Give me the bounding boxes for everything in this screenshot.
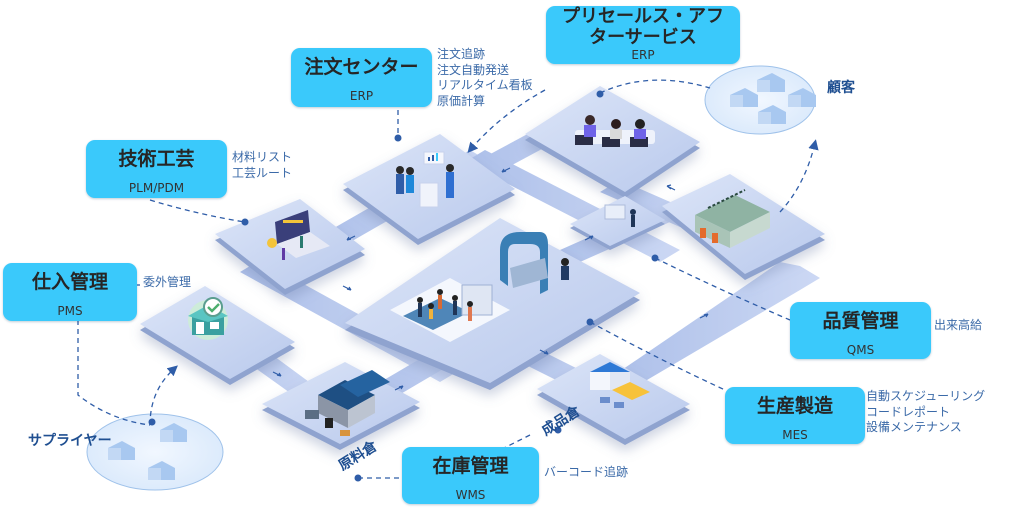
inventory-box[interactable]: 在庫管理 WMS	[402, 447, 539, 504]
customer-cluster	[704, 65, 816, 135]
quality-box[interactable]: 品質管理 QMS	[790, 302, 931, 359]
purchasing-title: 仕入管理	[31, 271, 108, 293]
feature-item: 自動スケジューリング	[866, 389, 986, 403]
feature-item: 出来高給	[934, 318, 983, 332]
feature-item: 工芸ルート	[232, 165, 293, 180]
after-sales-box[interactable]: プリセールス・アフ ターサービス ERP	[546, 6, 740, 64]
purchasing-subtitle: PMS	[57, 304, 83, 318]
feature-item: バーコード追跡	[544, 465, 629, 479]
manufacturing-features: 自動スケジューリング コードレポート 設備メンテナンス	[866, 389, 985, 436]
quality-subtitle: QMS	[846, 343, 875, 357]
illustration-supplier-check	[188, 297, 228, 340]
feature-item: コードレポート	[866, 404, 951, 419]
inventory-features: バーコード追跡	[544, 465, 628, 481]
quality-title: 品質管理	[822, 310, 899, 332]
feature-item: 原価計算	[437, 93, 486, 108]
order-center-subtitle: ERP	[349, 89, 374, 103]
feature-item: リアルタイム看板	[437, 78, 533, 92]
feature-item: 設備メンテナンス	[866, 420, 962, 434]
feature-item: 委外管理	[143, 275, 192, 289]
inventory-subtitle: WMS	[455, 488, 486, 502]
connector-dots	[148, 90, 659, 482]
order-center-box[interactable]: 注文センター ERP	[291, 48, 432, 107]
supplier-cluster	[86, 413, 224, 491]
illustration-inspection	[604, 204, 636, 227]
feature-item: 注文自動発送	[437, 62, 510, 77]
after-sales-subtitle: ERP	[631, 48, 655, 62]
illustration-laptop	[267, 210, 330, 260]
feature-item: 注文追跡	[437, 47, 486, 61]
engineering-features: 材料リスト 工芸ルート	[232, 150, 292, 181]
platform-quality	[570, 196, 665, 250]
illustration-raw-warehouse	[305, 370, 390, 436]
manufacturing-box[interactable]: 生産製造 MES	[725, 387, 865, 444]
illustration-finished-warehouse	[590, 362, 650, 408]
engineering-subtitle: PLM/PDM	[128, 181, 185, 195]
after-sales-title-2: ターサービス	[589, 27, 697, 48]
engineering-title: 技術工芸	[118, 148, 195, 170]
platforms	[140, 86, 825, 450]
illustration-cnc-machine	[500, 232, 569, 294]
order-center-features: 注文追跡 注文自動発送 リアルタイム看板 原価計算	[437, 47, 533, 109]
purchasing-box[interactable]: 仕入管理 PMS	[3, 263, 137, 321]
order-center-title: 注文センター	[304, 56, 419, 78]
illustration-factory	[695, 189, 770, 248]
manufacturing-title: 生産製造	[756, 395, 833, 417]
illustration-production-floor	[390, 278, 510, 342]
quality-features: 出来高給	[934, 318, 982, 334]
feature-item: 材料リスト	[232, 150, 293, 164]
customers-label: 顧客	[827, 80, 855, 96]
illustration-office	[396, 151, 454, 208]
after-sales-title-1: プリセールス・アフ	[562, 6, 724, 27]
suppliers-label: サプライヤー	[28, 433, 112, 449]
flow-arrows	[272, 167, 709, 391]
platform-finished-warehouse	[537, 354, 690, 445]
manufacturing-subtitle: MES	[782, 428, 808, 442]
purchasing-features: 委外管理	[143, 275, 191, 291]
inventory-title: 在庫管理	[432, 455, 509, 477]
illustration-meeting	[575, 115, 655, 147]
engineering-box[interactable]: 技術工芸 PLM/PDM	[86, 140, 227, 198]
